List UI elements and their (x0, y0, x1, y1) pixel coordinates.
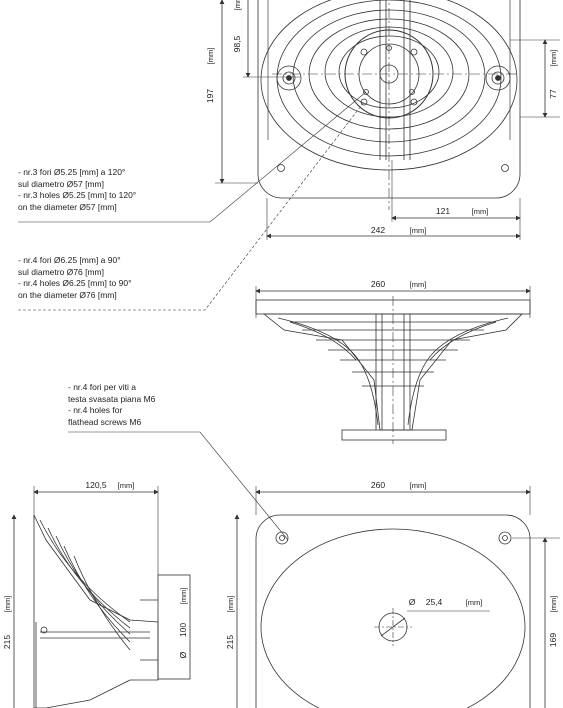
profile-view (11, 486, 191, 708)
side-base (341, 429, 447, 441)
dim-front-height-unit: [mm] (3, 596, 12, 613)
dim-top-inner: 98,5 (232, 35, 242, 52)
note-holes-57: - nr.3 fori Ø5.25 [mm] a 120° sul diamet… (18, 167, 136, 213)
dim-top-right: 77 (548, 89, 558, 99)
dim-rear-hole-symbol: Ø (409, 597, 416, 607)
note-holes-57-line: sul diametro Ø57 [mm] (18, 178, 104, 189)
note-holes-76-line: - nr.4 holes Ø6.25 [mm] to 90° (18, 278, 132, 288)
dim-rear-hole: 25,4 (426, 597, 443, 607)
profile-horn (33, 514, 159, 708)
top-corner-hole (277, 164, 285, 172)
note-holes-57-line: - nr.3 holes Ø5.25 [mm] to 120° (18, 190, 137, 200)
dim-rear-right: 169 (548, 633, 558, 647)
profile-flange (157, 574, 191, 680)
top-view-outline (257, 0, 521, 199)
note-screws-line: - nr.4 holes for (68, 405, 123, 415)
note-holes-76-line: sul diametro Ø76 [mm] (18, 266, 104, 277)
dim-top-offset: 121 (436, 206, 450, 216)
top-boss-right (485, 65, 511, 91)
dim-rear-height: 215 (225, 635, 235, 649)
note-holes-57-line: - nr.3 fori Ø5.25 [mm] a 120° (18, 167, 126, 177)
top-boss-left (276, 65, 302, 91)
note-holes-76-line: on the diameter Ø76 [mm] (18, 289, 117, 300)
dim-front-depth: 120,5 (85, 480, 107, 490)
dimension-labels: 197 [mm] 98,5 [mm] 77 [mm] 121 [mm] 242 … (2, 0, 558, 658)
note-holes-57-line: on the diameter Ø57 [mm] (18, 201, 117, 212)
dim-top-inner-unit: [mm] (233, 0, 242, 10)
dim-top-offset-unit: [mm] (472, 207, 489, 216)
rear-corner-hole (275, 531, 289, 545)
dim-front-depth-unit: [mm] (118, 481, 135, 490)
dim-top-right-unit: [mm] (549, 50, 558, 67)
dim-rear-height-unit: [mm] (226, 596, 235, 613)
note-screws-line: flathead screws M6 (68, 416, 142, 427)
dim-flange-dia-symbol: Ø (178, 651, 188, 658)
dim-side-width: 260 (371, 279, 385, 289)
dim-top-width: 242 (371, 225, 385, 235)
side-view (68, 286, 531, 541)
dim-flange-dia: 100 (178, 623, 188, 637)
dim-rear-hole-unit: [mm] (466, 598, 483, 607)
dim-rear-width: 260 (371, 480, 385, 490)
rear-horn-mouth (260, 528, 526, 708)
dim-rear-width-unit: [mm] (410, 481, 427, 490)
note-screws-line: - nr.4 fori per viti a (68, 382, 137, 392)
dim-side-width-unit: [mm] (410, 280, 427, 289)
dim-top-width-unit: [mm] (410, 226, 427, 235)
note-holes-76-line: - nr.4 fori Ø6.25 [mm] a 90° (18, 255, 121, 265)
dim-rear-right-unit: [mm] (549, 596, 558, 613)
note-holes-76: - nr.4 fori Ø6.25 [mm] a 90° sul diametr… (18, 255, 131, 301)
note-screws: - nr.4 fori per viti a testa svasata pia… (68, 382, 155, 428)
rear-view (234, 486, 560, 708)
dim-flange-dia-unit: [mm] (179, 588, 188, 605)
dim-top-height-unit: [mm] (206, 48, 215, 65)
dim-front-height: 215 (2, 635, 12, 649)
top-view (18, 0, 560, 311)
note-screws-line: testa svasata piana M6 (68, 393, 156, 404)
rear-outline (255, 514, 531, 708)
dim-top-height: 197 (205, 89, 215, 103)
